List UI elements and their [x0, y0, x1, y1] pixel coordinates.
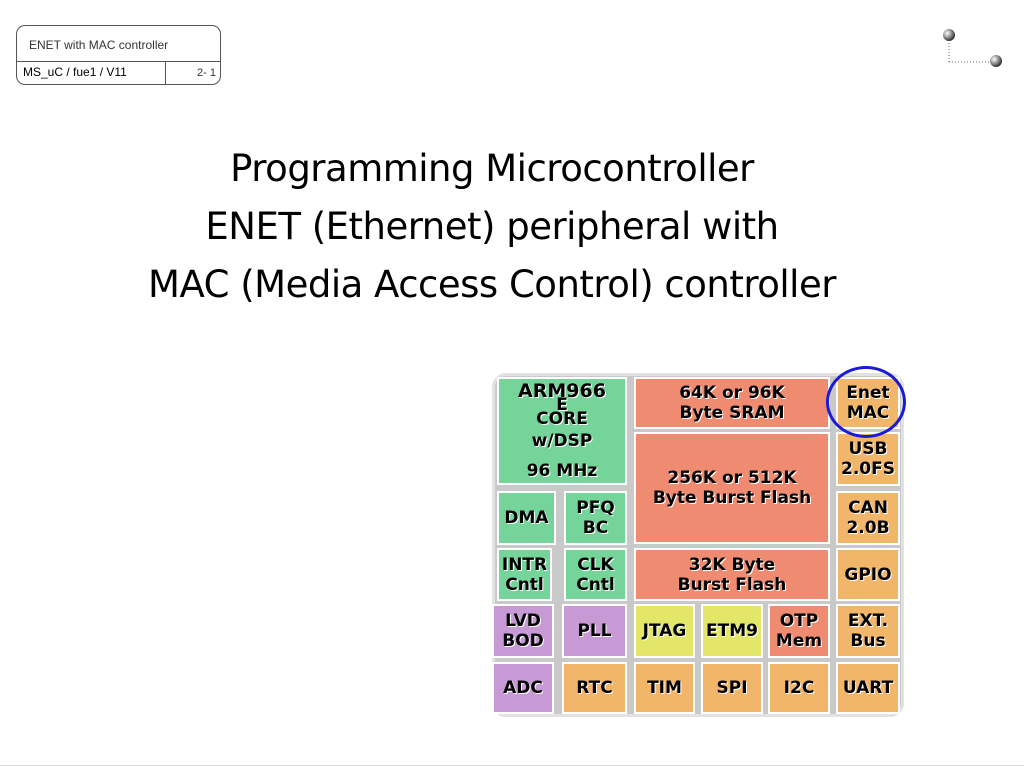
flash32-label-2: Burst Flash — [677, 574, 787, 595]
lvd-label-2: BOD — [502, 631, 544, 651]
sram-block: 64K or 96K Byte SRAM — [634, 377, 830, 429]
sram-label-1: 64K or 96K — [679, 383, 785, 403]
uart-label: UART — [842, 678, 894, 698]
otp-label-2: Mem — [775, 631, 823, 651]
header-course: MS_uC / fue1 / V11 — [23, 65, 127, 79]
lvd-block: LVD BOD — [492, 604, 554, 658]
lvd-label-1: LVD — [505, 611, 541, 631]
ext-bus-label-2: Bus — [850, 631, 886, 651]
burst-flash-label-1: 256K or 512K — [667, 468, 797, 488]
header-divider — [17, 61, 220, 62]
i2c-block: I2C — [768, 662, 830, 714]
arm-core-label-3: CORE — [536, 409, 588, 429]
etm9-block: ETM9 — [701, 604, 763, 658]
clk-label-1: CLK — [577, 554, 614, 575]
header-topic: ENET with MAC controller — [29, 38, 169, 52]
dma-block: DMA — [497, 491, 556, 545]
spi-block: SPI — [701, 662, 763, 714]
can-label-2: 2.0B — [846, 518, 890, 538]
otp-label-1: OTP — [779, 611, 819, 631]
rtc-block: RTC — [562, 662, 627, 714]
pfq-label-1: PFQ — [576, 498, 615, 518]
page-number: 2- 1 — [197, 67, 216, 79]
sram-label-2: Byte SRAM — [679, 403, 785, 423]
adc-block: ADC — [492, 662, 554, 714]
i2c-label: I2C — [783, 678, 815, 698]
gpio-label: GPIO — [844, 564, 892, 585]
flash32-label-1: 32K Byte — [688, 554, 776, 575]
intr-block: INTR Cntl — [497, 548, 552, 601]
burst-flash-block: 256K or 512K Byte Burst Flash — [634, 432, 830, 544]
ext-bus-block: EXT. Bus — [836, 604, 900, 658]
enet-highlight-circle — [826, 366, 906, 438]
tim-label: TIM — [647, 678, 682, 698]
title-line-1: Programming Microcontroller — [230, 147, 754, 190]
adc-label: ADC — [503, 678, 543, 698]
bullet-logo-icon — [943, 29, 1002, 67]
can-label-1: CAN — [848, 498, 888, 518]
uart-block: UART — [836, 662, 900, 714]
footer-rule — [0, 765, 1024, 766]
clk-block: CLK Cntl — [564, 548, 627, 601]
slide-header: ENET with MAC controller MS_uC / fue1 / … — [16, 25, 221, 85]
usb-block: USB 2.0FS — [836, 432, 900, 486]
usb-label-1: USB — [848, 439, 888, 459]
burst-flash-label-2: Byte Burst Flash — [652, 488, 812, 508]
clk-label-2: Cntl — [576, 574, 615, 595]
ext-bus-label-1: EXT. — [847, 611, 889, 631]
pll-label: PLL — [577, 621, 612, 641]
gpio-block: GPIO — [836, 548, 900, 601]
intr-label-2: Cntl — [505, 574, 544, 595]
dma-label: DMA — [504, 508, 549, 528]
otp-block: OTP Mem — [768, 604, 830, 658]
flash32-block: 32K Byte Burst Flash — [634, 548, 830, 601]
pll-block: PLL — [562, 604, 627, 658]
title-line-2: ENET (Ethernet) peripheral with — [205, 205, 779, 248]
intr-label-1: INTR — [501, 554, 548, 575]
jtag-label: JTAG — [642, 621, 687, 641]
header-vertical-divider — [165, 61, 166, 84]
pfq-label-2: BC — [582, 518, 609, 538]
arm-core-label-2: E — [556, 395, 568, 415]
title-line-3: MAC (Media Access Control) controller — [148, 263, 836, 306]
pfq-block: PFQ BC — [564, 491, 627, 545]
jtag-block: JTAG — [634, 604, 695, 658]
spi-label: SPI — [716, 678, 748, 698]
tim-block: TIM — [634, 662, 695, 714]
arm-core-block: ARM966 E CORE w/DSP 96 MHz — [497, 377, 627, 485]
arm-core-label-5: 96 MHz — [526, 461, 598, 481]
usb-label-2: 2.0FS — [841, 459, 895, 479]
slide-title: Programming Microcontroller ENET (Ethern… — [0, 140, 984, 314]
arm-core-label-4: w/DSP — [531, 431, 593, 451]
rtc-label: RTC — [576, 678, 613, 698]
arm-core-label-1: ARM966 — [518, 380, 606, 402]
can-block: CAN 2.0B — [836, 491, 900, 545]
etm9-label: ETM9 — [706, 621, 758, 641]
